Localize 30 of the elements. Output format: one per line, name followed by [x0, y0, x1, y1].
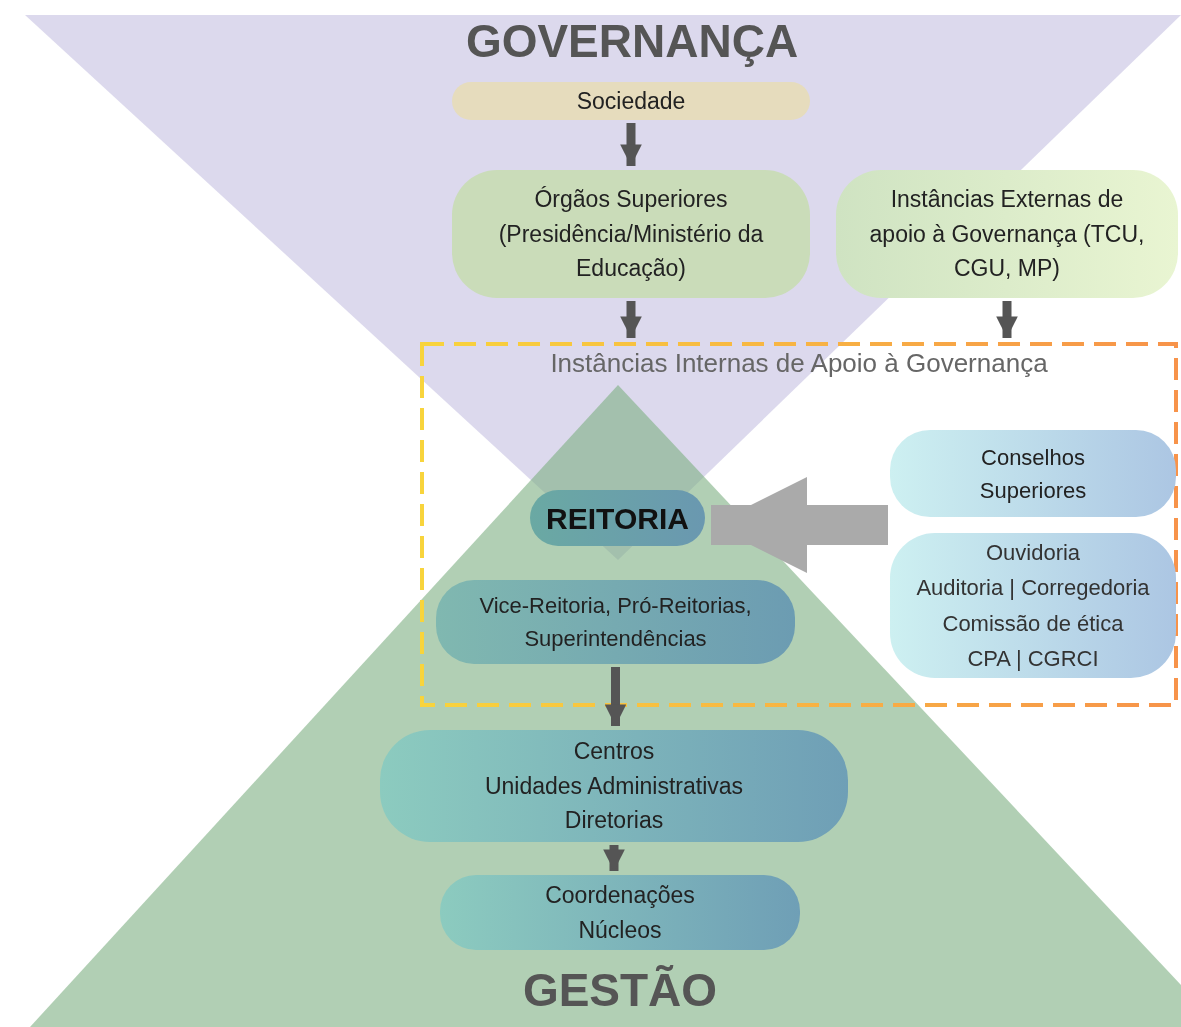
process-box — [452, 170, 810, 298]
node-text: Conselhos Superiores — [978, 443, 1088, 505]
process-box — [436, 580, 795, 664]
node-text: Vice-Reitoria, Pró-Reitorias, Superintendências — [478, 592, 753, 653]
node-text: Sociedade — [576, 86, 686, 116]
group-title: Instâncias Internas de Apoio à Governança — [549, 348, 1049, 379]
process-box — [890, 430, 1176, 517]
arrow — [996, 301, 1018, 338]
node-text: Diretorias — [564, 806, 664, 836]
section-title: GESTÃO — [522, 963, 718, 1017]
node-text: Unidades Administrativas — [484, 771, 744, 801]
arrow — [603, 845, 625, 871]
node-text: Auditoria | Corregedoria — [916, 574, 1150, 603]
arrow — [604, 667, 627, 726]
node-text: Núcleos — [578, 915, 662, 945]
node-text: Comissão de ética — [942, 609, 1124, 638]
process-box — [452, 82, 810, 120]
node-text: Instâncias Externas de apoio à Governança (TCU, CGU, MP) — [868, 185, 1146, 284]
arrow — [620, 123, 642, 166]
process-box — [530, 490, 705, 546]
node-text: Ouvidoria — [985, 539, 1081, 568]
section-title: GOVERNANÇA — [465, 14, 799, 68]
node-text: REITORIA — [546, 500, 689, 537]
arrow — [620, 301, 642, 338]
process-box — [836, 170, 1178, 298]
node-text: Órgãos Superiores (Presidência/Ministério da Educação) — [497, 185, 765, 284]
node-text: CPA | CGRCI — [967, 644, 1099, 673]
node-text: Centros — [573, 737, 655, 767]
process-box — [890, 533, 1176, 678]
node-text: Coordenações — [545, 881, 695, 910]
